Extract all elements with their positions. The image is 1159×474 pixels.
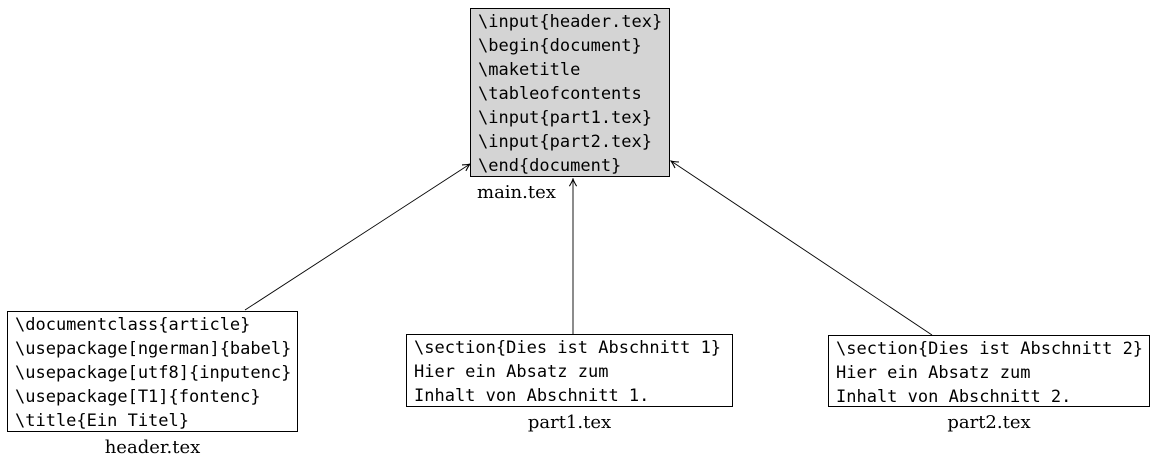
node-header-tex: \documentclass{article} \usepackage[nger… [7, 311, 298, 458]
part2-tex-code-box: \section{Dies ist Abschnitt 2} Hier ein … [828, 335, 1150, 407]
code-line: \usepackage[T1]{fontenc} [15, 387, 261, 407]
node-main-tex: \input{header.tex} \begin{document} \mak… [470, 8, 670, 203]
code-line: \usepackage[utf8]{inputenc} [15, 363, 292, 383]
code-line: Inhalt von Abschnitt 2. [836, 387, 1072, 407]
code-line: \tableofcontents [478, 84, 642, 104]
main-tex-label: main.tex [477, 182, 556, 203]
part1-tex-code-box: \section{Dies ist Abschnitt 1} Hier ein … [406, 334, 733, 407]
code-line: \input{part1.tex} [478, 108, 652, 128]
main-tex-code-box: \input{header.tex} \begin{document} \mak… [470, 8, 670, 177]
code-line: \input{part2.tex} [478, 132, 652, 152]
code-line: \begin{document} [478, 36, 642, 56]
code-line: Hier ein Absatz zum [836, 363, 1031, 383]
edge-header-to-main [244, 164, 470, 311]
part2-tex-label: part2.tex [947, 412, 1031, 433]
code-line: \usepackage[ngerman]{babel} [15, 339, 292, 359]
node-part1-tex: \section{Dies ist Abschnitt 1} Hier ein … [406, 334, 733, 433]
code-line: Inhalt von Abschnitt 1. [414, 386, 650, 406]
code-line: \end{document} [478, 156, 622, 176]
header-tex-label: header.tex [104, 437, 201, 458]
code-line: \input{header.tex} [478, 12, 663, 32]
code-line: Hier ein Absatz zum [414, 362, 609, 382]
code-line: \maketitle [478, 60, 581, 80]
node-part2-tex: \section{Dies ist Abschnitt 2} Hier ein … [828, 335, 1150, 433]
code-line: \title{Ein Titel} [15, 411, 189, 431]
code-line: \section{Dies ist Abschnitt 1} [414, 338, 722, 358]
part1-tex-label: part1.tex [527, 412, 612, 433]
edge-part2-to-main [671, 161, 933, 336]
code-line: \documentclass{article} [15, 315, 251, 335]
header-tex-code-box: \documentclass{article} \usepackage[nger… [7, 311, 298, 432]
code-line: \section{Dies ist Abschnitt 2} [836, 339, 1144, 359]
